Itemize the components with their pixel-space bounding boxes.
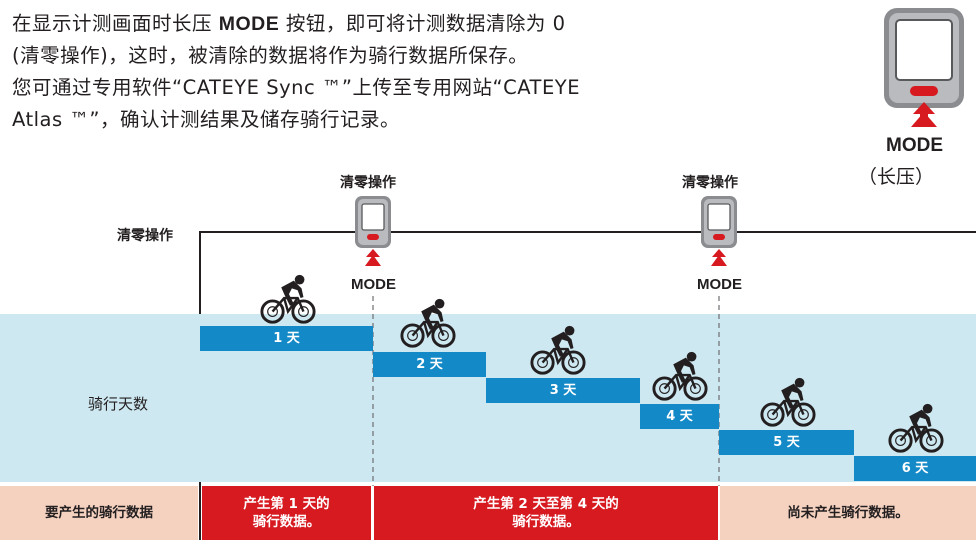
mode-label-2: MODE xyxy=(697,276,742,293)
intro-line-4: Atlas ™”，确认计测结果及储存骑行记录。 xyxy=(12,108,400,131)
data-cell-pending: 尚未产生骑行数据。 xyxy=(720,486,976,540)
day-step-1: 1 天 xyxy=(200,326,373,351)
device-icon-reset-2 xyxy=(701,196,737,266)
mode-keyword: MODE xyxy=(218,13,280,35)
reset-caption-2: 清零操作 xyxy=(682,175,738,191)
intro-line-1: 在显示计测画面时长压 MODE 按钮，即可将计测数据清除为 0 xyxy=(12,12,566,35)
data-cell-day1: 产生第 1 天的 骑行数据。 xyxy=(202,486,371,540)
cyclist-icon-4 xyxy=(652,351,708,401)
day-step-3: 3 天 xyxy=(486,378,640,403)
cyclist-icon-1 xyxy=(260,274,316,324)
days-row-label: 骑行天数 xyxy=(88,395,149,413)
cyclist-icon-6 xyxy=(888,403,944,453)
corner-mode-label: MODE xyxy=(886,135,943,156)
intro-line-2: (清零操作)，这时，被清除的数据将作为骑行数据所保存。 xyxy=(12,44,529,67)
mode-label-1: MODE xyxy=(351,276,396,293)
day-step-4: 4 天 xyxy=(640,404,719,429)
day-step-6: 6 天 xyxy=(854,456,976,481)
intro-text: 在显示计测画面时长压 MODE 按钮，即可将计测数据清除为 0 (清零操作)，这… xyxy=(12,8,802,136)
reset-row-label: 清零操作 xyxy=(117,228,173,244)
cyclist-icon-3 xyxy=(530,325,586,375)
data-cell-day2-4: 产生第 2 天至第 4 天的 骑行数据。 xyxy=(374,486,718,540)
device-icon-reset-1 xyxy=(355,196,391,266)
cyclist-icon-5 xyxy=(760,377,816,427)
data-row-label: 要产生的骑行数据 xyxy=(0,486,198,540)
corner-device-icon xyxy=(884,8,964,127)
day-step-5: 5 天 xyxy=(719,430,854,455)
corner-hold-label: （长压） xyxy=(858,166,935,188)
day-step-2: 2 天 xyxy=(373,352,486,377)
cyclist-icon-2 xyxy=(400,298,456,348)
intro-line-3: 您可通过专用软件“CATEYE Sync ™”上传至专用网站“CATEYE xyxy=(12,76,581,99)
reset-caption-1: 清零操作 xyxy=(340,175,396,191)
